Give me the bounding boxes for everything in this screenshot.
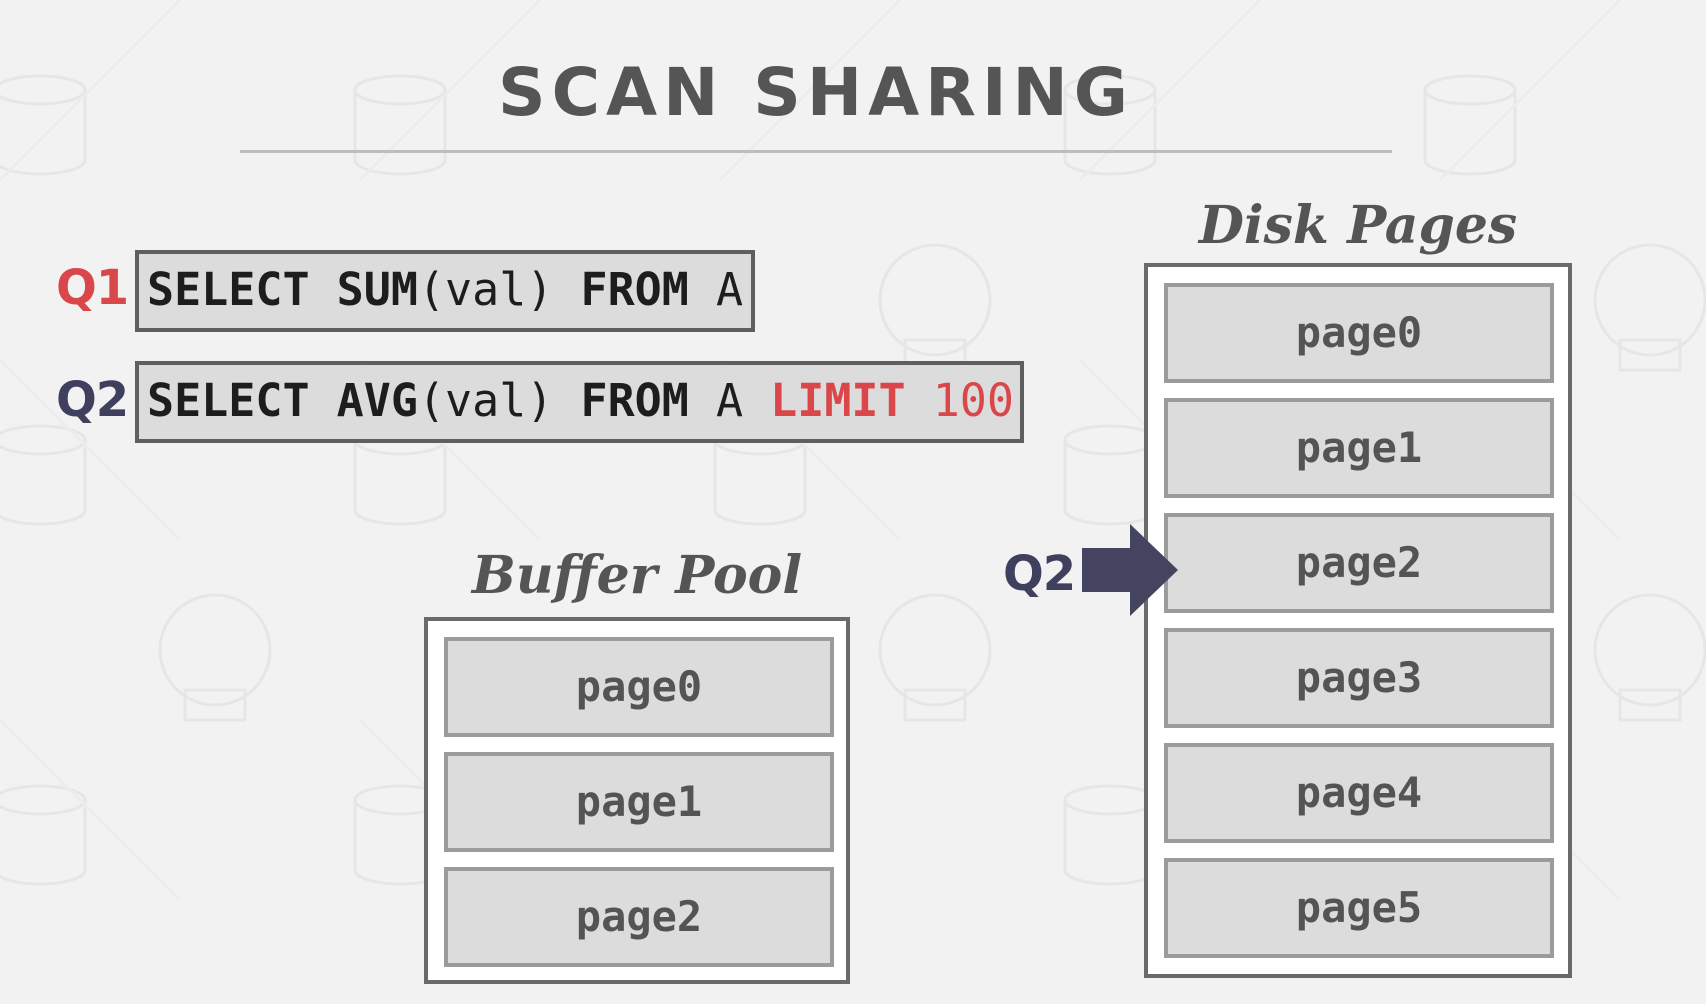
q1-function: SUM xyxy=(336,263,418,316)
q2-label: Q2 xyxy=(56,372,129,428)
disk-page-2: page2 xyxy=(1164,513,1554,613)
disk-page-3: page3 xyxy=(1164,628,1554,728)
q2-argument: (val) xyxy=(417,374,554,427)
q2-keyword-limit: LIMIT xyxy=(770,374,906,427)
buffer-pool-title: Buffer Pool xyxy=(471,545,803,606)
q1-keyword-from: FROM xyxy=(580,263,689,316)
q2-keyword-select: SELECT xyxy=(147,374,310,427)
q1-argument: (val) xyxy=(417,263,554,316)
disk-pages-container: page0 page1 page2 page3 page4 page5 xyxy=(1144,263,1572,978)
q2-function: AVG xyxy=(336,374,418,427)
buffer-page-2: page2 xyxy=(444,867,834,967)
title-divider xyxy=(240,150,1392,153)
disk-page-5: page5 xyxy=(1164,858,1554,958)
buffer-pool-container: page0 page1 page2 xyxy=(424,617,850,984)
disk-pages-title: Disk Pages xyxy=(1198,195,1518,256)
q1-sql-box: SELECT SUM(val) FROM A xyxy=(135,250,755,332)
q2-keyword-from: FROM xyxy=(580,374,689,427)
pointer-q2-label: Q2 xyxy=(1003,546,1076,602)
buffer-page-1: page1 xyxy=(444,752,834,852)
buffer-page-0: page0 xyxy=(444,637,834,737)
q1-table: A xyxy=(715,263,744,316)
disk-page-1: page1 xyxy=(1164,398,1554,498)
slide-title: SCAN SHARING xyxy=(498,54,1134,131)
scan-pointer-arrow-icon xyxy=(1082,524,1178,616)
disk-page-4: page4 xyxy=(1164,743,1554,843)
q2-sql-box: SELECT AVG(val) FROM A LIMIT 100 xyxy=(135,361,1024,443)
q1-label: Q1 xyxy=(56,260,129,316)
q1-keyword-select: SELECT xyxy=(147,263,310,316)
disk-page-0: page0 xyxy=(1164,283,1554,383)
q2-limit-value: 100 xyxy=(932,374,1014,427)
q2-table: A xyxy=(715,374,744,427)
